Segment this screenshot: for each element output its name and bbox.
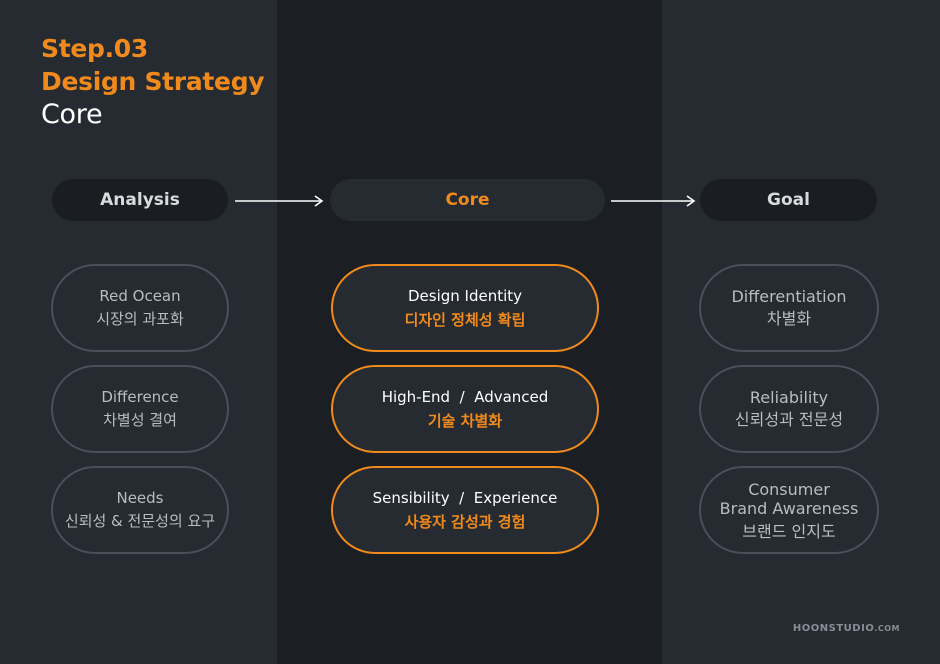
arrow-right-icon xyxy=(235,195,324,207)
arrow-right-icon xyxy=(611,195,696,207)
card-title: Difference xyxy=(101,388,179,406)
card-title-line2: Brand Awareness xyxy=(719,498,859,518)
goal-card-differentiation: Differentiation 차별화 xyxy=(699,264,879,352)
footer-brand-domain: .COM xyxy=(874,624,900,633)
footer-brand-name: HOONSTUDIO xyxy=(792,623,875,634)
core-card-high-end: High-End / Advanced 기술 차별화 xyxy=(331,365,599,453)
analysis-header-label: Analysis xyxy=(100,190,180,210)
card-subtitle: 차별성 결여 xyxy=(103,411,177,429)
goal-header: Goal xyxy=(700,179,877,221)
card-subtitle: 신뢰성 & 전문성의 요구 xyxy=(64,512,216,530)
step-label: Step.03 xyxy=(41,34,148,63)
card-subtitle: 기술 차별화 xyxy=(427,412,503,430)
goal-header-label: Goal xyxy=(767,190,810,210)
card-title: Consumer xyxy=(748,479,830,499)
card-title: Red Ocean xyxy=(99,287,181,305)
core-card-sensibility: Sensibility / Experience 사용자 감성과 경험 xyxy=(331,466,599,554)
card-subtitle: 차별화 xyxy=(766,309,812,328)
card-title: Differentiation xyxy=(731,287,847,306)
card-title: Needs xyxy=(116,489,164,507)
page-title: Design Strategy xyxy=(41,67,265,96)
card-subtitle: 시장의 과포화 xyxy=(96,310,184,328)
analysis-header: Analysis xyxy=(52,179,228,221)
title-block: Step.03 Design Strategy Core xyxy=(41,32,265,131)
core-header: Core xyxy=(330,179,605,221)
analysis-card-red-ocean: Red Ocean 시장의 과포화 xyxy=(51,264,229,352)
card-title: Design Identity xyxy=(407,287,523,305)
card-subtitle: 디자인 정체성 확립 xyxy=(404,311,526,329)
analysis-card-difference: Difference 차별성 결여 xyxy=(51,365,229,453)
footer-brand: HOONSTUDIO.COM xyxy=(793,623,900,634)
core-header-label: Core xyxy=(445,190,490,210)
card-title: High-End / Advanced xyxy=(381,388,549,406)
page-subtitle: Core xyxy=(41,99,103,130)
card-title: Reliability xyxy=(749,388,829,407)
card-title: Sensibility / Experience xyxy=(372,489,558,507)
analysis-card-needs: Needs 신뢰성 & 전문성의 요구 xyxy=(51,466,229,554)
card-subtitle: 사용자 감성과 경험 xyxy=(404,513,526,531)
card-subtitle: 신뢰성과 전문성 xyxy=(734,410,844,429)
card-subtitle: 브랜드 인지도 xyxy=(742,521,836,541)
core-card-design-identity: Design Identity 디자인 정체성 확립 xyxy=(331,264,599,352)
goal-card-reliability: Reliability 신뢰성과 전문성 xyxy=(699,365,879,453)
goal-card-brand-awareness: Consumer Brand Awareness 브랜드 인지도 xyxy=(699,466,879,554)
